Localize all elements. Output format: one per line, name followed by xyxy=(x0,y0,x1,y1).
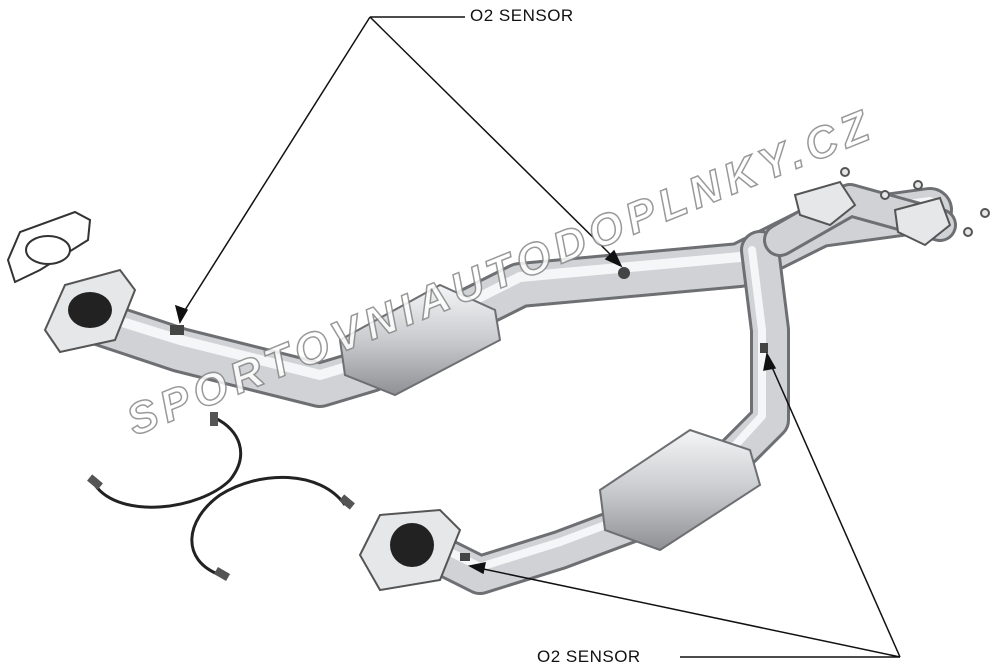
gasket xyxy=(6,210,92,284)
front-flange-lower xyxy=(358,508,462,592)
catalytic-converter-lower xyxy=(598,428,762,552)
catalytic-converter-upper xyxy=(338,283,502,397)
o2-sensor-bungs xyxy=(170,267,768,561)
wire-connectors xyxy=(87,412,355,581)
o2-sensor-label-bottom: O2 SENSOR xyxy=(537,647,641,666)
front-flange-upper xyxy=(43,268,137,354)
o2-sensor-label-top: O2 SENSOR xyxy=(470,6,574,25)
rear-flanges xyxy=(793,167,990,247)
leader-lines xyxy=(174,16,901,658)
sensor-wires xyxy=(93,416,347,577)
